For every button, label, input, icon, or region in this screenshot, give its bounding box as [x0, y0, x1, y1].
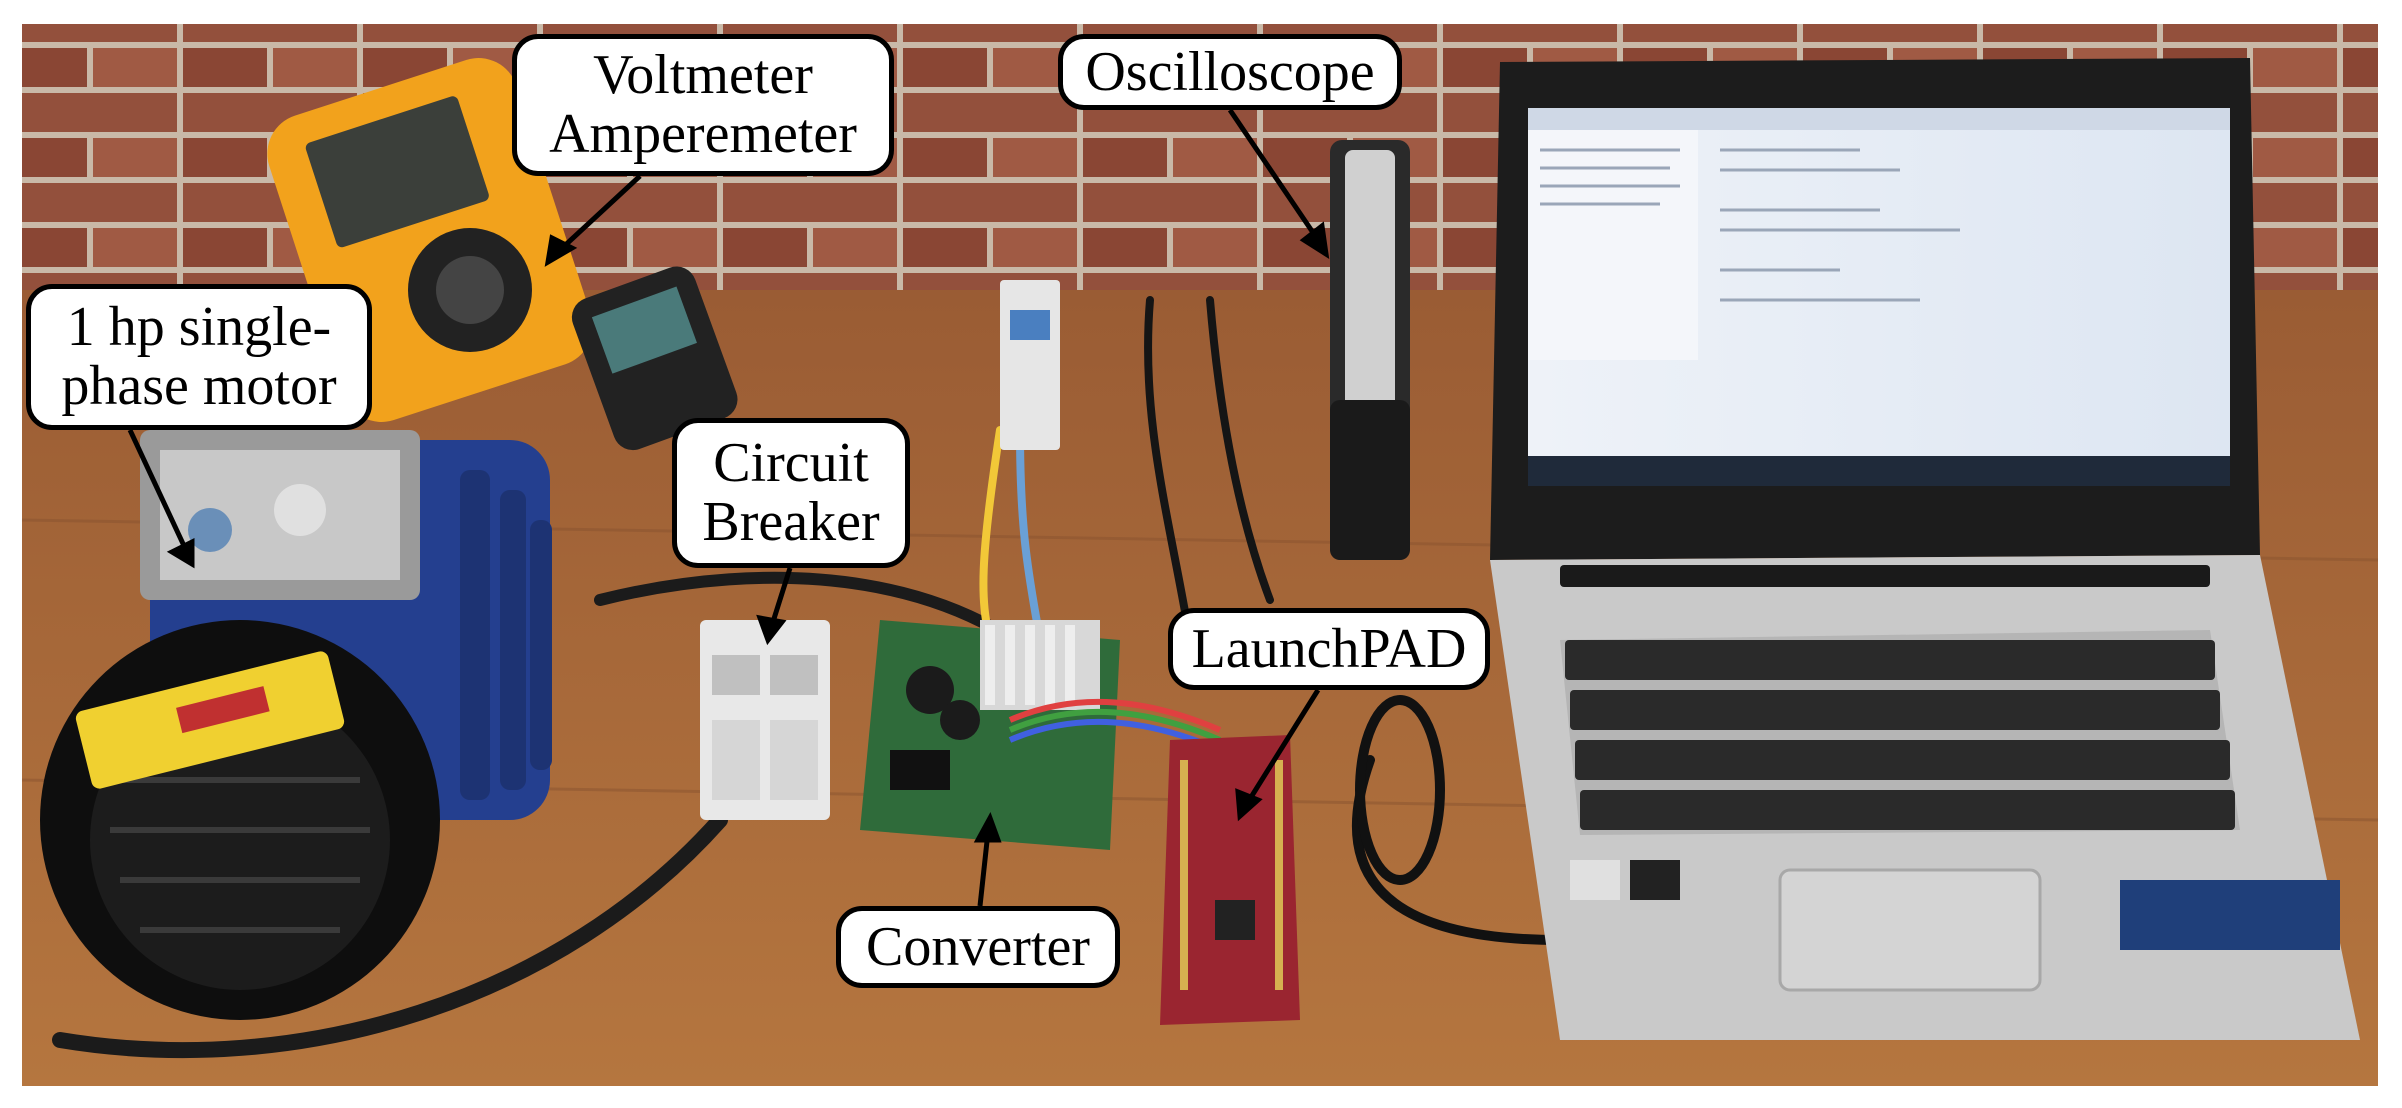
oscilloscope-device: [1330, 140, 1410, 560]
voltmeter-label-line2: Amperemeter: [549, 103, 857, 165]
arrow-voltmeter: [558, 174, 642, 252]
oscilloscope-label-text: Oscilloscope: [1085, 40, 1375, 103]
annotation-arrows: [127, 108, 1330, 907]
arrow-circuit-breaker: [769, 567, 793, 626]
voltmeter-label-line1: Voltmeter: [593, 44, 813, 107]
launchpad-label-text: LaunchPAD: [1191, 617, 1467, 680]
circuit-breaker-label: Circuit Breaker: [672, 418, 910, 568]
single-phase-motor: [40, 430, 552, 1020]
converter-label-text: Converter: [866, 915, 1090, 978]
circuit-breaker: [700, 280, 1060, 820]
motor-label-line1: 1 hp single-: [66, 296, 332, 359]
motor-label: 1 hp single- phase motor: [26, 284, 372, 430]
arrow-motor: [127, 428, 188, 550]
multimeter: [267, 58, 738, 451]
laptop: [1490, 58, 2360, 1040]
launchpad-board: [1160, 735, 1300, 1025]
oscilloscope-label: Oscilloscope: [1058, 34, 1402, 110]
arrow-launchpad: [1245, 688, 1321, 804]
launchpad-label: LaunchPAD: [1168, 608, 1490, 690]
arrow-oscilloscope: [1227, 108, 1321, 242]
keyboard: [1565, 640, 2235, 830]
circuit-breaker-label-line1: Circuit: [713, 432, 869, 495]
arrow-converter: [977, 831, 991, 907]
motor-label-line2: phase motor: [61, 355, 337, 417]
converter-label: Converter: [836, 906, 1120, 988]
voltmeter-amperemeter-label: Voltmeter Amperemeter: [512, 34, 894, 176]
circuit-breaker-label-line2: Breaker: [702, 491, 880, 553]
